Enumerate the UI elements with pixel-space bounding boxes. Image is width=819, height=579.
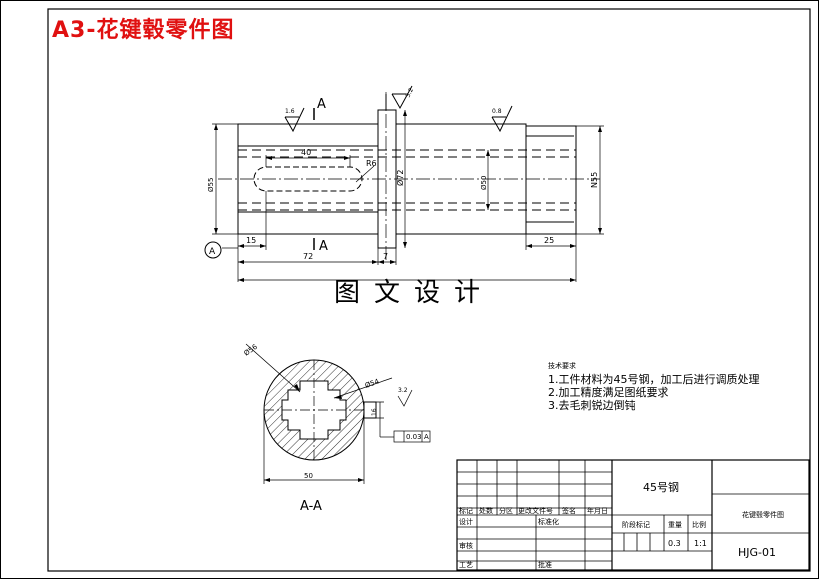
dim-15: 15: [246, 236, 256, 245]
title-block-grid: [456, 459, 810, 571]
dimension-arrows: [214, 110, 602, 282]
roughness-symbol-2: [491, 105, 513, 133]
tech-requirements: 技术要求 1.工件材料为45号钢，加工后进行调质处理 2.加工精度满足图纸要求 …: [548, 360, 760, 412]
hdr-mark: 标记: [459, 506, 473, 515]
datum-label: A: [209, 247, 216, 257]
tb-drawing-no: HJG-01: [738, 546, 776, 559]
tolerance-frame: [393, 430, 431, 443]
hdr-sign: 签名: [562, 506, 576, 515]
rough-sec: 3.2: [398, 387, 408, 394]
tb-weight-label: 重量: [668, 521, 682, 529]
tb-material: 45号钢: [643, 481, 679, 494]
section-mark-bottom: A: [319, 239, 328, 254]
datum-circle: [204, 241, 222, 259]
tb-part-name: 花键毂零件图: [742, 510, 784, 519]
dim-r6: R6: [366, 159, 377, 168]
tech-item-1: 1.工件材料为45号钢，加工后进行调质处理: [548, 373, 760, 386]
tech-item-2: 2.加工精度满足图纸要求: [548, 386, 669, 399]
tech-title: 技术要求: [548, 362, 576, 370]
sec-key: 16: [371, 408, 378, 416]
sheet-title: A3-花键毂零件图: [52, 18, 235, 43]
hdr-change: 更改文件号: [518, 506, 553, 515]
tb-design: 设计: [459, 517, 473, 526]
dim-dia-mid: Ø50: [480, 176, 488, 190]
dim-dia-left: Ø55: [207, 178, 215, 192]
tolerance-value: 0.03: [406, 433, 422, 441]
tb-scale: 1:1: [694, 539, 707, 548]
roughness-symbol-3: [391, 85, 413, 110]
dim-25: 25: [544, 236, 554, 245]
rough-16: 1.6: [285, 108, 295, 115]
watermark-text: 图文设计: [334, 278, 495, 308]
section-view: [245, 343, 431, 484]
sec-dia-bottom: 50: [304, 472, 313, 480]
hdr-date: 年月日: [587, 506, 608, 515]
tb-stage: 阶段标记: [622, 520, 650, 529]
tb-scale-label: 比例: [692, 520, 706, 529]
dim-n55: N55: [590, 172, 599, 188]
tech-item-3: 3.去毛刺锐边倒钝: [548, 399, 636, 412]
keyway-slot: [253, 166, 363, 192]
tb-process: 工艺: [459, 561, 473, 569]
dim-dia72: Ø72: [395, 170, 405, 186]
rough-top: 3.2: [405, 87, 415, 99]
roughness-symbol-1: [284, 107, 305, 133]
dim-40: 40: [301, 148, 311, 157]
hdr-count: 处数: [479, 506, 493, 515]
tb-standard: 标准化: [538, 517, 559, 526]
section-label: A-A: [300, 499, 322, 514]
dim-72: 72: [303, 252, 313, 261]
tb-approve: 批准: [538, 560, 552, 569]
sec-dia-top: Ø56: [243, 343, 260, 358]
inner-border: [47, 8, 811, 572]
section-mark-top: A: [317, 97, 326, 112]
rough-08: 0.8: [492, 108, 502, 115]
tb-review: 审核: [459, 541, 473, 550]
roughness-symbol-4: [397, 389, 413, 407]
tolerance-ref: A: [424, 433, 429, 441]
hdr-zone: 分区: [499, 506, 513, 515]
sec-dia-right: Ø54: [364, 377, 381, 390]
main-view: [204, 85, 604, 282]
dim-7: 7: [383, 252, 388, 261]
spline-hidden-lines: [238, 149, 576, 211]
tb-weight: 0.3: [668, 539, 681, 548]
